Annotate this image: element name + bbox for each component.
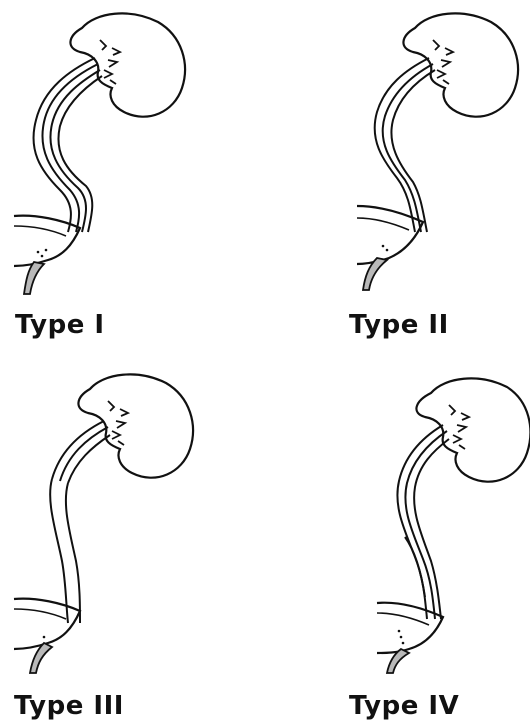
type-3-label: Type III bbox=[14, 691, 124, 721]
type-1-label: Type I bbox=[15, 310, 105, 340]
ureter-strands bbox=[375, 58, 435, 232]
type-2-illustration bbox=[265, 0, 530, 300]
calyces bbox=[433, 40, 453, 84]
type-4-label: Type IV bbox=[349, 691, 459, 721]
bladder-wall bbox=[357, 206, 423, 264]
urethra bbox=[24, 262, 44, 294]
bladder-wall bbox=[14, 599, 80, 649]
kidney-outline bbox=[403, 13, 518, 116]
bladder-wall bbox=[14, 216, 80, 266]
type-2-panel: Type II bbox=[265, 0, 530, 360]
type-3-panel: Type III bbox=[0, 361, 265, 721]
calyces bbox=[100, 40, 120, 84]
calyces bbox=[108, 401, 128, 445]
ureter-strands bbox=[50, 421, 110, 623]
ureter-strands bbox=[33, 58, 102, 232]
type-4-panel: Type IV bbox=[265, 361, 530, 721]
calyces bbox=[449, 405, 469, 449]
type-1-panel: Type I bbox=[0, 0, 265, 360]
type-3-illustration bbox=[0, 361, 265, 681]
type-2-label: Type II bbox=[349, 310, 449, 340]
type-1-illustration bbox=[0, 0, 265, 300]
ureter-strands bbox=[397, 425, 449, 619]
type-4-illustration bbox=[265, 361, 530, 681]
kidney-outline bbox=[70, 13, 185, 116]
